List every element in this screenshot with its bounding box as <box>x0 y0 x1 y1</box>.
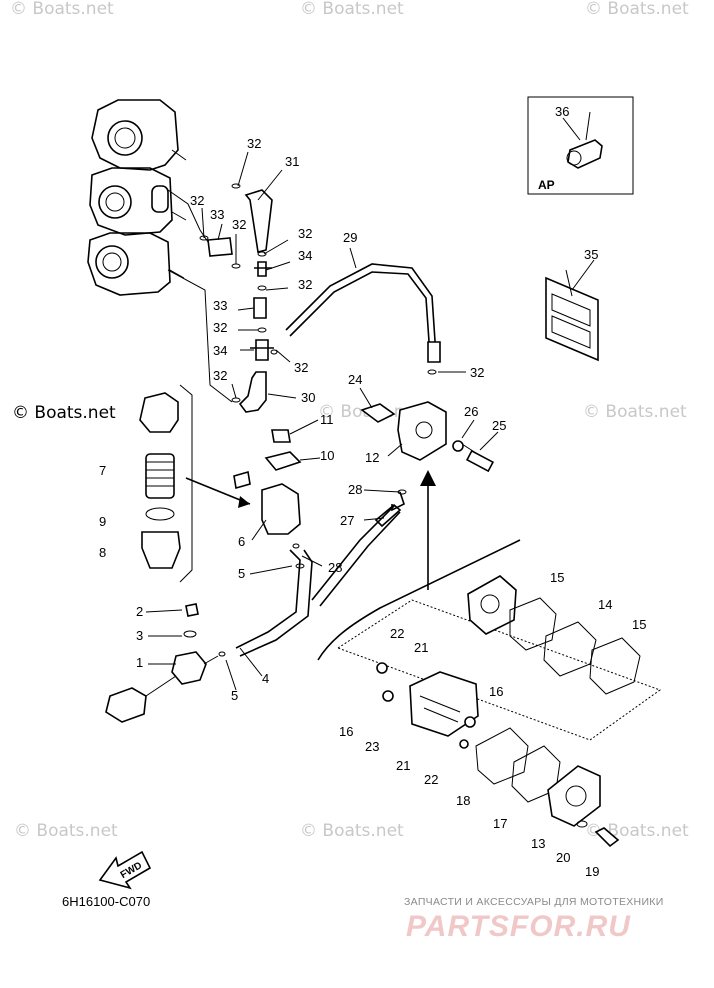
callout-9: 9 <box>99 514 106 529</box>
callout-21: 21 <box>396 758 410 773</box>
callout-31: 31 <box>285 154 299 169</box>
callout-32: 32 <box>294 360 308 375</box>
callout-6: 6 <box>238 534 245 549</box>
brand-logo: PARTSFOR.RU <box>406 910 631 943</box>
callout-22: 22 <box>424 772 438 787</box>
callout-32: 32 <box>298 277 312 292</box>
hose-joints <box>199 183 441 413</box>
callout-36: 36 <box>555 104 569 119</box>
watermark: © Boats.net <box>300 821 404 841</box>
callout-25: 25 <box>492 418 506 433</box>
callout-11: 11 <box>320 412 334 427</box>
callout-19: 19 <box>585 864 599 879</box>
callout-28: 28 <box>348 482 362 497</box>
callout-12: 12 <box>365 450 379 465</box>
callout-35: 35 <box>584 247 598 262</box>
filter-assembly <box>139 384 251 583</box>
brand-tagline: ЗАПЧАСТИ И АКСЕССУАРЫ ДЛЯ МОТОТЕХНИКИ <box>404 896 664 908</box>
callout-8: 8 <box>99 545 106 560</box>
callout-10: 10 <box>320 448 334 463</box>
fuel-filter <box>233 429 407 657</box>
carburetor-assembly <box>87 99 233 403</box>
watermark: © Boats.net <box>583 402 687 422</box>
fwd-arrow-icon <box>98 850 152 890</box>
callout-33: 33 <box>213 298 227 313</box>
callout-15: 15 <box>632 617 646 632</box>
callout-24: 24 <box>348 372 362 387</box>
callout-34: 34 <box>213 343 227 358</box>
leader-lines <box>145 111 595 691</box>
callout-17: 17 <box>493 816 507 831</box>
callout-26: 26 <box>464 404 478 419</box>
ap-inset <box>527 96 634 195</box>
ap-variant-label: AP <box>538 178 555 192</box>
callouts: 32 31 32 33 32 32 34 32 33 32 34 32 32 3… <box>99 104 646 879</box>
callout-32: 32 <box>247 136 261 151</box>
callout-4: 4 <box>262 671 269 686</box>
callout-22: 22 <box>390 626 404 641</box>
fuel-pump-upper <box>360 401 495 528</box>
callout-32: 32 <box>190 193 204 208</box>
part-diagram-code: 6H16100-C070 <box>62 894 151 909</box>
callout-21: 21 <box>414 640 428 655</box>
callout-7: 7 <box>99 463 106 478</box>
callout-5: 5 <box>231 688 238 703</box>
flow-arrow <box>317 470 521 661</box>
callout-32: 32 <box>213 368 227 383</box>
callout-32: 32 <box>213 320 227 335</box>
callout-20: 20 <box>556 850 570 865</box>
callout-3: 3 <box>136 628 143 643</box>
callout-33: 33 <box>210 207 224 222</box>
label-card <box>545 269 599 362</box>
callout-23: 23 <box>365 739 379 754</box>
watermark: © Boats.net <box>585 0 689 19</box>
callout-30: 30 <box>301 390 315 405</box>
watermark: © Boats.net <box>10 0 114 19</box>
callout-16: 16 <box>339 724 353 739</box>
watermark: © Boats.net <box>14 821 118 841</box>
callout-34: 34 <box>298 248 312 263</box>
callout-18: 18 <box>456 793 470 808</box>
callout-29: 29 <box>343 230 357 245</box>
callout-32: 32 <box>470 365 484 380</box>
callout-32: 32 <box>298 226 312 241</box>
pump-exploded-view <box>336 575 662 848</box>
callout-28: 28 <box>328 560 342 575</box>
callout-2: 2 <box>136 604 143 619</box>
callout-15: 15 <box>550 570 564 585</box>
callout-1: 1 <box>136 655 143 670</box>
callout-13: 13 <box>531 836 545 851</box>
callout-14: 14 <box>598 597 612 612</box>
callout-5: 5 <box>238 566 245 581</box>
fuel-joint <box>105 603 226 723</box>
callout-16: 16 <box>489 684 503 699</box>
watermark: © Boats.net <box>300 0 404 19</box>
callout-27: 27 <box>340 513 354 528</box>
watermark-dark: © Boats.net <box>12 403 116 423</box>
callout-32: 32 <box>232 217 246 232</box>
